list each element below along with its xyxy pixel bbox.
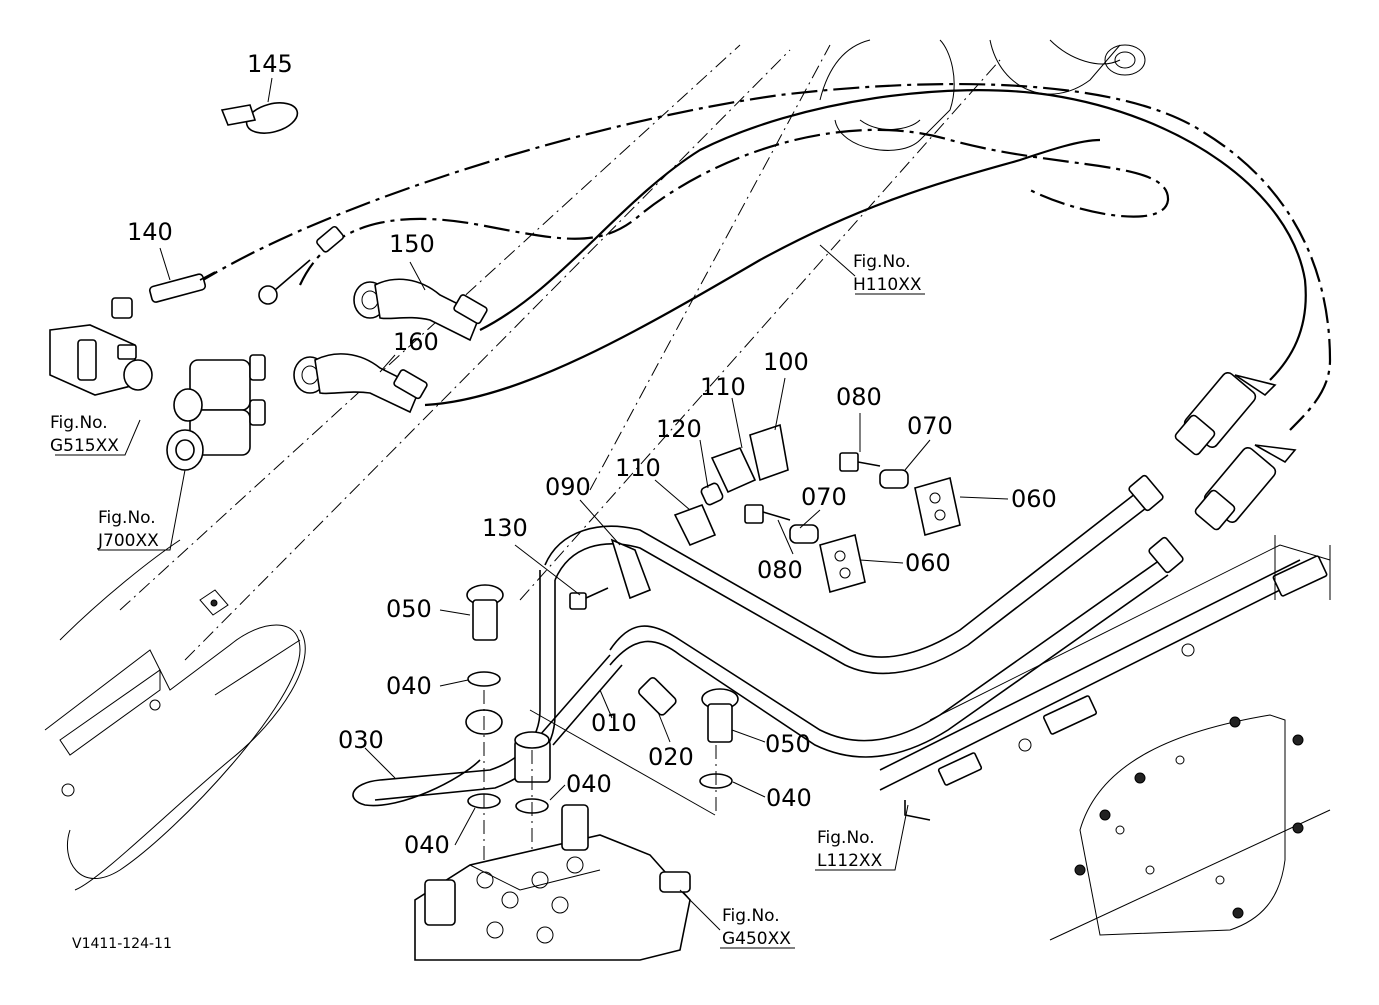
control-valve-g450 (414, 804, 691, 961)
callout-060-upper: 060 (1011, 485, 1057, 513)
callout-040-right: 040 (766, 784, 812, 812)
callout-010: 010 (591, 709, 637, 737)
callout-040-middle: 040 (566, 770, 612, 798)
callout-020: 020 (648, 743, 694, 771)
fig-ref-g515-line2: G515XX (50, 436, 119, 456)
callout-080-upper: 080 (836, 383, 882, 411)
rigid-pipes (352, 474, 1184, 807)
frame-l112 (879, 535, 1331, 941)
hose-end-couplers (1174, 371, 1297, 531)
callout-050-left: 050 (386, 595, 432, 623)
callout-090: 090 (545, 473, 591, 501)
cable-tie-145 (220, 102, 299, 134)
loader-frame-outline (44, 44, 1001, 891)
callout-140: 140 (127, 218, 173, 246)
callout-150: 150 (389, 230, 435, 258)
fig-ref-g450-line2: G450XX (722, 929, 791, 949)
callout-050-right: 050 (765, 730, 811, 758)
callout-120: 120 (656, 415, 702, 443)
leader-lines (55, 77, 1009, 949)
callout-110-lower: 110 (615, 454, 661, 482)
figure-references: Fig.No. H110XX Fig.No. G515XX Fig.No. J7… (50, 252, 922, 949)
callout-100: 100 (763, 348, 809, 376)
fig-ref-l112-line1: Fig.No. (817, 828, 875, 848)
adapter-140 (111, 271, 216, 319)
callout-130: 130 (482, 514, 528, 542)
fig-ref-j700-line2: J700XX (97, 531, 159, 551)
callout-040-bottom: 040 (404, 831, 450, 859)
fig-ref-h110-line2: H110XX (853, 275, 922, 295)
callout-070-lower: 070 (801, 483, 847, 511)
manifold-g515 (49, 324, 153, 396)
fig-ref-h110-line1: Fig.No. (853, 252, 911, 272)
callout-080-lower: 080 (757, 556, 803, 584)
fig-ref-j700-line1: Fig.No. (98, 508, 156, 528)
fig-ref-g515-line1: Fig.No. (50, 413, 108, 433)
callout-160: 160 (393, 328, 439, 356)
callout-040-left: 040 (386, 672, 432, 700)
hoses-upper (194, 82, 1332, 431)
callout-030: 030 (338, 726, 384, 754)
callout-110-upper: 110 (700, 373, 746, 401)
clamp-parts (569, 423, 961, 610)
elbow-fitting-150 (353, 278, 488, 342)
drawing-code: V1411-124-11 (72, 936, 172, 952)
callout-060-lower: 060 (905, 549, 951, 577)
callout-145: 145 (247, 50, 293, 78)
coupler-valve-block (166, 225, 345, 471)
callout-labels: 145 140 150 160 100 110 120 110 080 070 … (127, 50, 1057, 859)
callout-070-upper: 070 (907, 412, 953, 440)
fig-ref-g450-line1: Fig.No. (722, 906, 780, 926)
banjo-fittings (465, 584, 739, 870)
elbow-fitting-160 (293, 353, 428, 414)
fig-ref-l112-line2: L112XX (817, 851, 883, 871)
